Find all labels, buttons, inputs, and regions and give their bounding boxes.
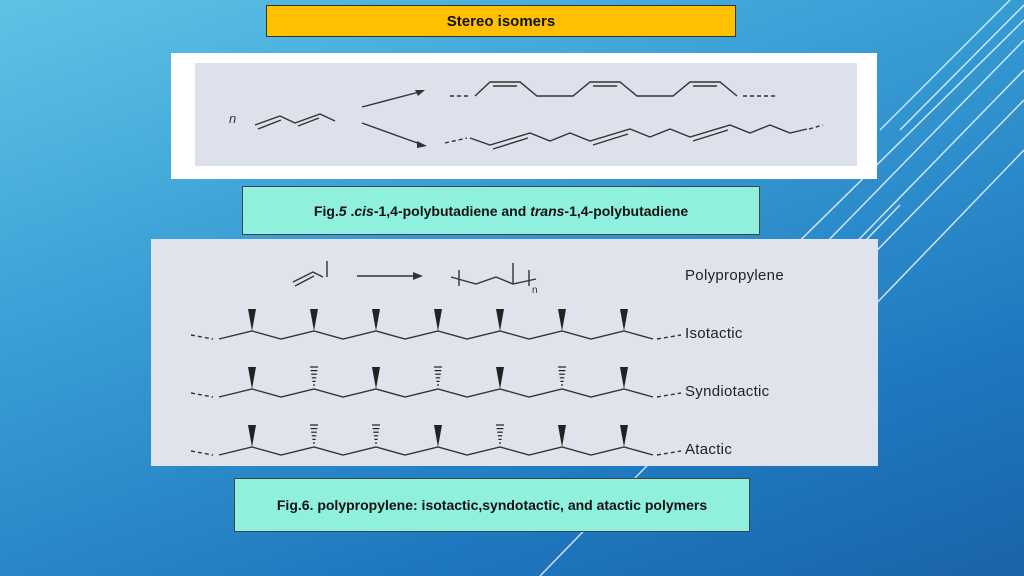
hashed-bond	[496, 424, 504, 444]
wedge-bond	[434, 309, 442, 331]
wedge-bond	[620, 425, 628, 447]
wedge-bond	[372, 309, 380, 331]
figure-5-caption: Fig.5 .cis-1,4-polybutadiene and trans-1…	[242, 186, 760, 235]
figure-6-caption: Fig.6. polypropylene: isotactic,syndotac…	[234, 478, 750, 532]
hashed-bond	[372, 424, 380, 444]
tacticity-chains	[190, 309, 682, 456]
wedge-bond	[310, 309, 318, 331]
monomer-n-label: n	[229, 111, 236, 126]
figure-5-panel: n	[171, 53, 877, 179]
wedge-bond	[620, 309, 628, 331]
hashed-bond	[558, 366, 566, 386]
caption-fig-prefix: Fig.	[313, 202, 339, 219]
hashed-bond	[310, 424, 318, 444]
wedge-bond	[434, 425, 442, 447]
wedge-bond	[558, 425, 566, 447]
polymer-subscript-n: n	[532, 285, 538, 296]
wedge-bond	[372, 367, 380, 389]
wedge-bond	[248, 309, 256, 331]
caption-fig-number: 5	[338, 202, 347, 219]
wedge-bond	[248, 425, 256, 447]
slide-title: Stereo isomers	[266, 5, 736, 37]
hashed-bond	[310, 366, 318, 386]
atactic-chain	[190, 424, 682, 456]
polypropylene-structures: n	[190, 261, 682, 456]
wedge-bond	[248, 367, 256, 389]
label-atactic: Atactic	[685, 441, 733, 458]
wedge-bond	[496, 367, 504, 389]
polybutadiene-structures: n	[229, 81, 824, 150]
label-syndiotactic: Syndiotactic	[685, 383, 770, 400]
caption-trans: trans	[530, 202, 565, 219]
wedge-bond	[558, 309, 566, 331]
wedge-bond	[620, 367, 628, 389]
isotactic-chain	[190, 309, 682, 340]
caption-cis: cis	[354, 202, 374, 219]
label-polypropylene: Polypropylene	[685, 267, 784, 284]
hashed-bond	[434, 366, 442, 386]
polybutadiene-diagram: n	[195, 63, 857, 166]
caption-suffix: -1,4-polybutadiene	[564, 202, 689, 219]
label-isotactic: Isotactic	[685, 325, 743, 342]
wedge-bond	[496, 309, 504, 331]
syndiotactic-chain	[190, 366, 682, 398]
caption-middle: -1,4-polybutadiene and	[373, 202, 531, 219]
caption-sep: .	[346, 202, 355, 219]
figure-6-panel: n Polypropylene Isotactic Syndiotactic A…	[151, 239, 878, 466]
